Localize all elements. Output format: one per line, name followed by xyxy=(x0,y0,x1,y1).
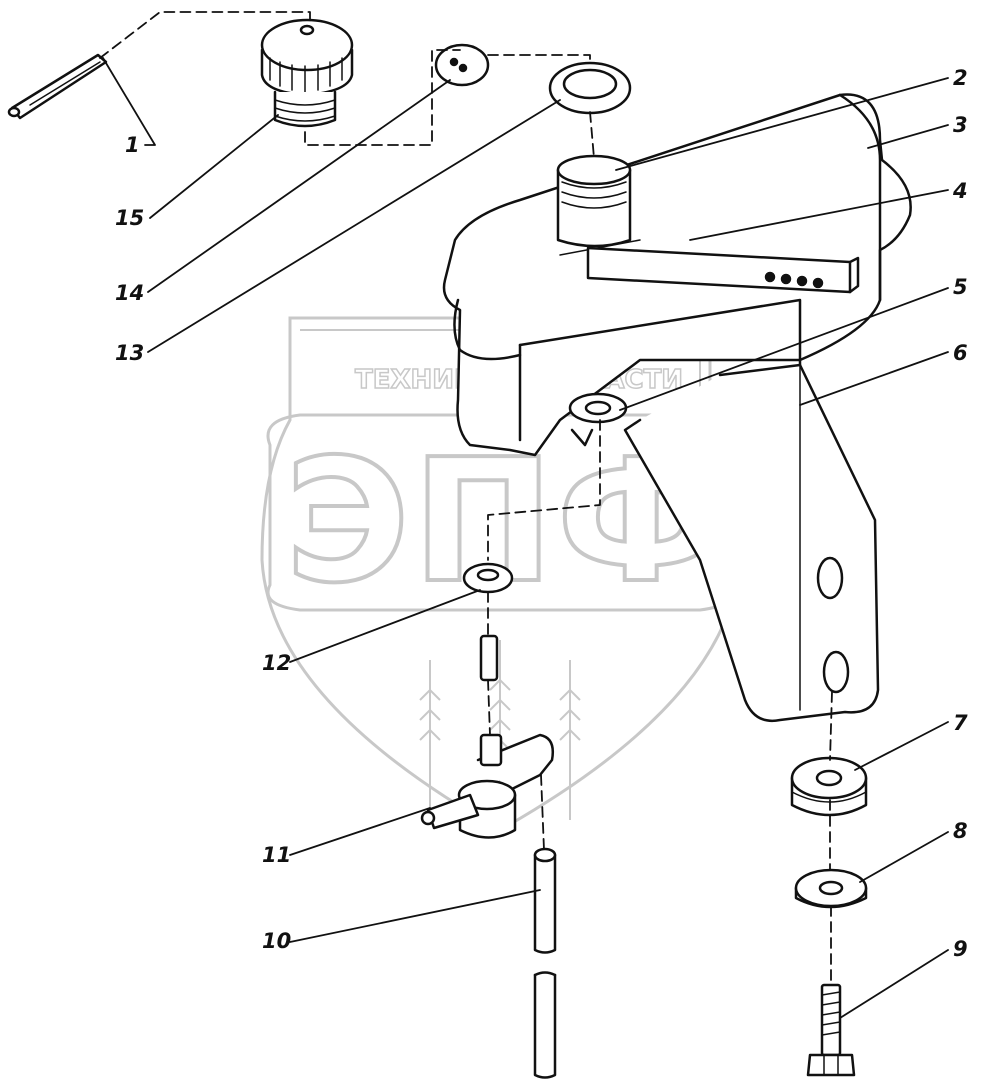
callout-8: 8 xyxy=(953,819,968,843)
part-15-cap xyxy=(260,18,354,128)
part-13-ring xyxy=(548,61,632,115)
callout-13: 13 xyxy=(115,341,144,365)
part-12-washer xyxy=(462,562,514,594)
part-4-strip xyxy=(586,246,860,294)
callout-10: 10 xyxy=(262,929,291,953)
part-7-bushing xyxy=(790,756,868,817)
callout-2: 2 xyxy=(953,66,968,90)
callout-12: 12 xyxy=(262,651,291,675)
part-6-bracket xyxy=(623,363,880,723)
part-stud xyxy=(479,634,499,682)
callout-1: 1 xyxy=(125,133,140,157)
callout-9: 9 xyxy=(953,937,968,961)
callout-labels: 1 2 3 4 5 6 7 8 9 10 11 12 13 14 15 xyxy=(115,66,968,961)
part-2-neck xyxy=(556,154,632,248)
callout-7: 7 xyxy=(953,711,968,735)
assembly-lines xyxy=(99,11,833,986)
callout-6: 6 xyxy=(953,341,968,365)
leader-lines xyxy=(102,57,949,1019)
callout-3: 3 xyxy=(953,113,968,137)
part-8-washer xyxy=(794,868,868,909)
part-11-clamp xyxy=(420,733,554,839)
part-14-plug xyxy=(434,43,490,87)
part-1-pin xyxy=(7,53,108,120)
part-10-rod xyxy=(533,847,557,1079)
callout-5: 5 xyxy=(953,275,968,299)
part-9-bolt xyxy=(806,983,856,1077)
callout-11: 11 xyxy=(262,843,291,867)
drawing xyxy=(7,11,949,1079)
callout-4: 4 xyxy=(952,179,968,203)
callout-14: 14 xyxy=(115,281,144,305)
callout-15: 15 xyxy=(115,206,144,230)
